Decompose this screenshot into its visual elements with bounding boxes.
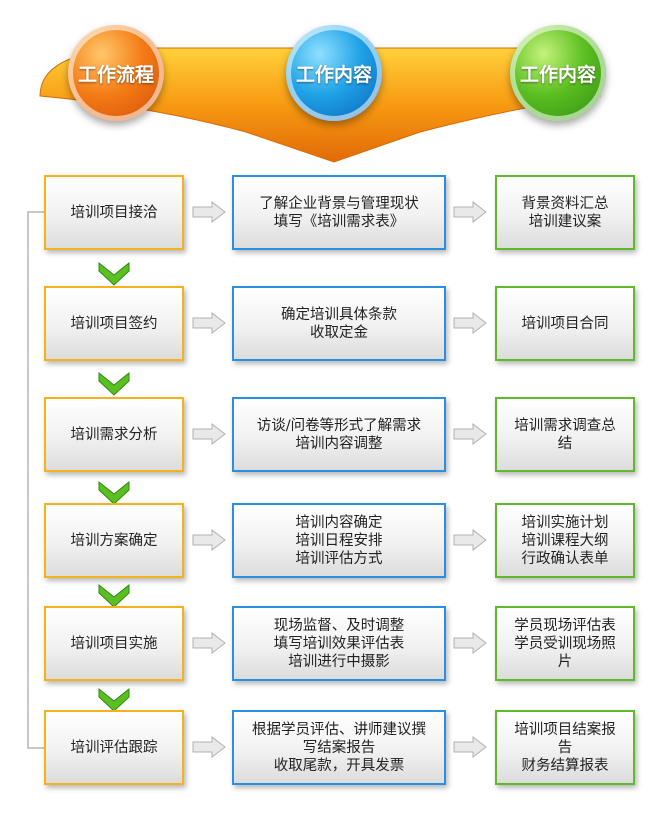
detail-line: 培训评估方式 [295, 550, 383, 567]
result-line: 培训课程大纲 [521, 532, 609, 549]
arrow-right-icon [192, 736, 226, 758]
detail-line: 现场监督、及时调整 [273, 617, 405, 634]
step-box: 培训评估跟踪 [44, 710, 184, 785]
detail-line: 访谈/问卷等形式了解需求 [256, 417, 422, 434]
result-line: 学员受训现场照 [514, 635, 616, 652]
result-line: 行政确认表单 [521, 550, 609, 567]
result-line: 背景资料汇总 [521, 195, 609, 212]
result-line: 片 [557, 653, 573, 670]
result-box: 培训项目结案报 告 财务结算报表 [495, 710, 635, 785]
detail-line: 确定培训具体条款 [281, 306, 397, 323]
check-icon [98, 583, 130, 608]
detail-line: 根据学员评估、讲师建议撰 [252, 721, 426, 738]
step-box: 培训项目接洽 [44, 175, 184, 250]
arrow-right-icon [192, 423, 226, 445]
result-line: 培训需求调查总 [514, 417, 616, 434]
result-line: 学员现场评估表 [514, 617, 616, 634]
result-box: 学员现场评估表 学员受训现场照 片 [495, 606, 635, 681]
flow-connector-line [27, 211, 44, 749]
header-circle-output: 工作内容 [510, 25, 606, 121]
detail-line: 填写培训效果评估表 [273, 635, 405, 652]
result-line: 结 [557, 435, 573, 452]
detail-line: 写结案报告 [302, 739, 376, 756]
result-box: 背景资料汇总 培训建议案 [495, 175, 635, 250]
result-line: 培训项目合同 [521, 315, 609, 332]
arrow-right-icon [453, 529, 487, 551]
check-icon [98, 687, 130, 712]
step-label: 培训方案确定 [70, 532, 158, 549]
header-circle-label: 工作内容 [295, 63, 372, 86]
result-line: 告 [557, 739, 573, 756]
detail-line: 培训日程安排 [295, 532, 383, 549]
step-label: 培训项目签约 [70, 315, 158, 332]
result-box: 培训实施计划 培训课程大纲 行政确认表单 [495, 503, 635, 578]
detail-box: 现场监督、及时调整 填写培训效果评估表 培训进行中摄影 [232, 606, 446, 681]
header-circle-label: 工作内容 [519, 63, 596, 86]
detail-box: 培训内容确定 培训日程安排 培训评估方式 [232, 503, 446, 578]
arrow-right-icon [453, 736, 487, 758]
result-box: 培训需求调查总 结 [495, 397, 635, 472]
step-label: 培训需求分析 [70, 426, 158, 443]
header-circle-content: 工作内容 [286, 25, 382, 121]
detail-line: 培训内容调整 [295, 435, 383, 452]
detail-box: 了解企业背景与管理现状 填写《培训需求表》 [232, 175, 446, 250]
header-circle-label: 工作流程 [77, 63, 154, 86]
step-box: 培训项目实施 [44, 606, 184, 681]
detail-box: 访谈/问卷等形式了解需求 培训内容调整 [232, 397, 446, 472]
detail-line: 填写《培训需求表》 [273, 213, 405, 230]
arrow-right-icon [453, 632, 487, 654]
result-line: 培训项目结案报 [514, 721, 616, 738]
arrow-right-icon [192, 529, 226, 551]
arrow-right-icon [192, 201, 226, 223]
result-box: 培训项目合同 [495, 286, 635, 361]
header-circle-workflow: 工作流程 [68, 25, 164, 121]
check-icon [98, 480, 130, 505]
result-line: 培训建议案 [528, 213, 602, 230]
arrow-right-icon [192, 632, 226, 654]
detail-line: 收取尾款，开具发票 [273, 757, 405, 774]
detail-line: 培训内容确定 [295, 514, 383, 531]
step-box: 培训方案确定 [44, 503, 184, 578]
step-label: 培训项目接洽 [70, 204, 158, 221]
step-box: 培训项目签约 [44, 286, 184, 361]
step-box: 培训需求分析 [44, 397, 184, 472]
detail-box: 确定培训具体条款 收取定金 [232, 286, 446, 361]
detail-line: 收取定金 [310, 324, 368, 341]
detail-line: 了解企业背景与管理现状 [259, 195, 419, 212]
arrow-right-icon [453, 201, 487, 223]
step-label: 培训项目实施 [70, 635, 158, 652]
arrow-right-icon [453, 312, 487, 334]
arrow-right-icon [192, 312, 226, 334]
step-label: 培训评估跟踪 [70, 739, 158, 756]
check-icon [98, 261, 130, 286]
arrow-right-icon [453, 423, 487, 445]
result-line: 培训实施计划 [521, 514, 609, 531]
check-icon [98, 371, 130, 396]
detail-line: 培训进行中摄影 [288, 653, 390, 670]
result-line: 财务结算报表 [521, 757, 609, 774]
detail-box: 根据学员评估、讲师建议撰 写结案报告 收取尾款，开具发票 [232, 710, 446, 785]
